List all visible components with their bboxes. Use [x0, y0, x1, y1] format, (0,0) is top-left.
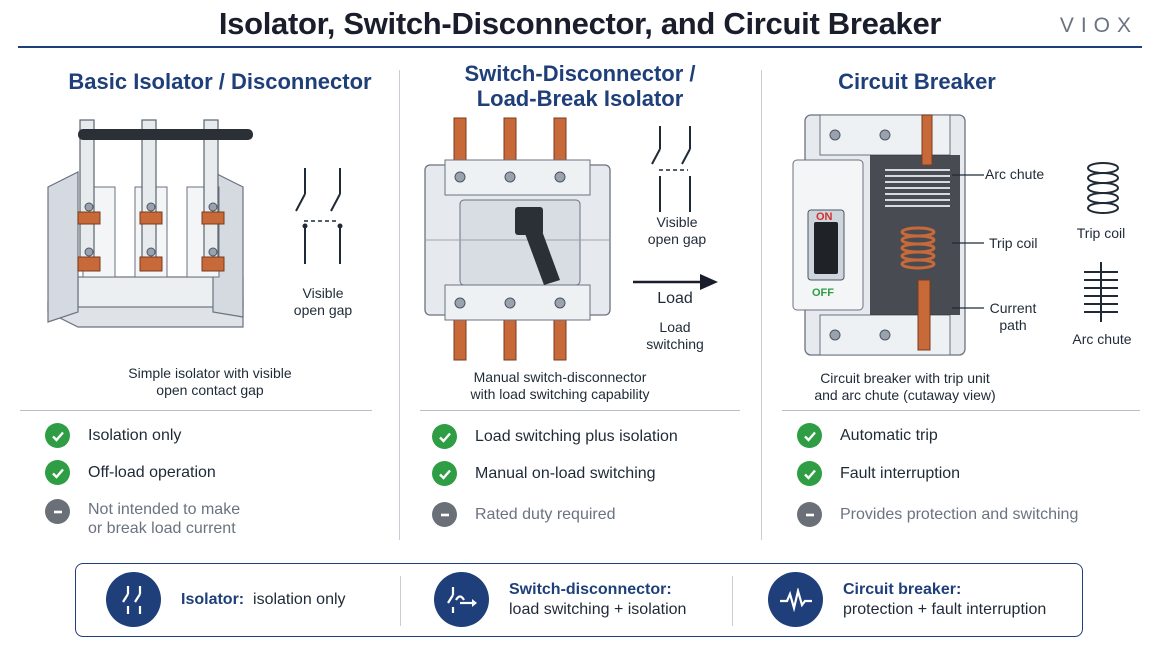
column-divider [761, 70, 762, 540]
isolator-feature: Off-load operation [45, 460, 216, 485]
isolator-title: Basic Isolator / Disconnector [68, 69, 372, 94]
switch-disconnector-open-gap-symbol [651, 126, 691, 212]
isolator-illustration [47, 119, 253, 328]
switch-disconnector-feature: Load switching plus isolation [432, 424, 678, 449]
feature-text: Isolation only [88, 427, 182, 444]
feature-text: Manual on-load switching [475, 465, 656, 482]
trip-coil-icon [1087, 162, 1119, 214]
isolator-feature: Isolation only [45, 423, 181, 448]
switch-disconnector-symbol-icon [434, 572, 489, 627]
legend-breaker-desc: protection + fault interruption [843, 600, 1047, 618]
legend-isolator-name: Isolator: [181, 590, 245, 608]
minus-icon [45, 499, 70, 524]
isolator-caption: Simple isolator with visible open contac… [128, 365, 292, 398]
feature-text: Rated duty required [475, 506, 616, 523]
load-switching-label: Load switching [646, 319, 704, 352]
legend-separator [732, 576, 733, 626]
current-path-callout: Current path [989, 300, 1037, 333]
check-icon [45, 423, 70, 448]
switch-disconnector-caption: Manual switch-disconnector with load swi… [470, 369, 650, 402]
minus-icon [432, 502, 457, 527]
legend-switch-desc: load switching + isolation [509, 600, 687, 618]
arc-chute-callout: Arc chute [985, 166, 1045, 182]
legend-breaker-name: Circuit breaker: [843, 580, 962, 598]
isolator-open-gap-symbol [295, 168, 343, 264]
legend-switch-name: Switch-disconnector: [509, 580, 672, 598]
legend-item-circuit-breaker: Circuit breaker: protection + fault inter… [768, 572, 1046, 627]
minus-icon [797, 502, 822, 527]
callout-lines [952, 174, 984, 309]
isolator-feature: Not intended to make or break load curre… [45, 499, 240, 538]
feature-text: Provides protection and switching [840, 506, 1079, 523]
check-icon [432, 461, 457, 486]
switch-on-label: ON [816, 211, 833, 223]
load-label: Load [657, 290, 693, 307]
feature-text: Off-load operation [88, 464, 216, 481]
circuit-breaker-feature: Provides protection and switching [797, 502, 1078, 527]
trip-coil-callout: Trip coil [989, 235, 1038, 251]
legend-box: Isolator: isolation only Switch-disconne… [75, 563, 1083, 637]
feature-text: Not intended to make or break load curre… [88, 501, 241, 537]
legend-item-isolator: Isolator: isolation only [106, 572, 346, 627]
circuit-breaker-feature: Fault interruption [797, 461, 960, 486]
check-icon [432, 424, 457, 449]
arc-chute-icon-label: Arc chute [1072, 331, 1132, 347]
title-underline [18, 46, 1142, 48]
trip-coil-icon-label: Trip coil [1076, 225, 1126, 241]
isolator-separator [20, 410, 372, 411]
feature-text: Fault interruption [840, 465, 961, 482]
feature-text: Load switching plus isolation [475, 428, 678, 445]
switch-disconnector-title: Switch-Disconnector / Load-Break Isolato… [464, 61, 696, 111]
switch-disconnector-illustration [424, 117, 611, 361]
circuit-breaker-waveform-icon [768, 572, 823, 627]
legend-isolator-desc: isolation only [253, 590, 346, 608]
legend-item-switch-disconnector: Switch-disconnector: load switching + iso… [434, 572, 686, 627]
page-title: Isolator, Switch-Disconnector, and Circu… [218, 6, 942, 41]
feature-text: Automatic trip [840, 427, 938, 444]
arc-chute-icon [1084, 262, 1118, 322]
switch-off-label: OFF [812, 287, 834, 299]
check-icon [797, 423, 822, 448]
isolator-gap-label: Visible open gap [293, 285, 353, 318]
isolator-symbol-icon [106, 572, 161, 627]
load-arrow-icon [633, 274, 718, 290]
switch-disconnector-feature: Manual on-load switching [432, 461, 656, 486]
check-icon [45, 460, 70, 485]
circuit-breaker-feature: Automatic trip [797, 423, 938, 448]
switch-disconnector-feature: Rated duty required [432, 502, 616, 527]
brand-logo: VIOX [1059, 14, 1138, 37]
legend-separator [400, 576, 401, 626]
column-divider [399, 70, 400, 540]
switch-disconnector-gap-label: Visible open gap [647, 214, 707, 247]
circuit-breaker-title: Circuit Breaker [838, 69, 996, 94]
check-icon [797, 461, 822, 486]
circuit-breaker-caption: Circuit breaker with trip unit and arc c… [814, 370, 996, 403]
switch-disconnector-separator [420, 410, 740, 411]
circuit-breaker-illustration: ON OFF [792, 114, 966, 356]
circuit-breaker-separator [782, 410, 1140, 411]
